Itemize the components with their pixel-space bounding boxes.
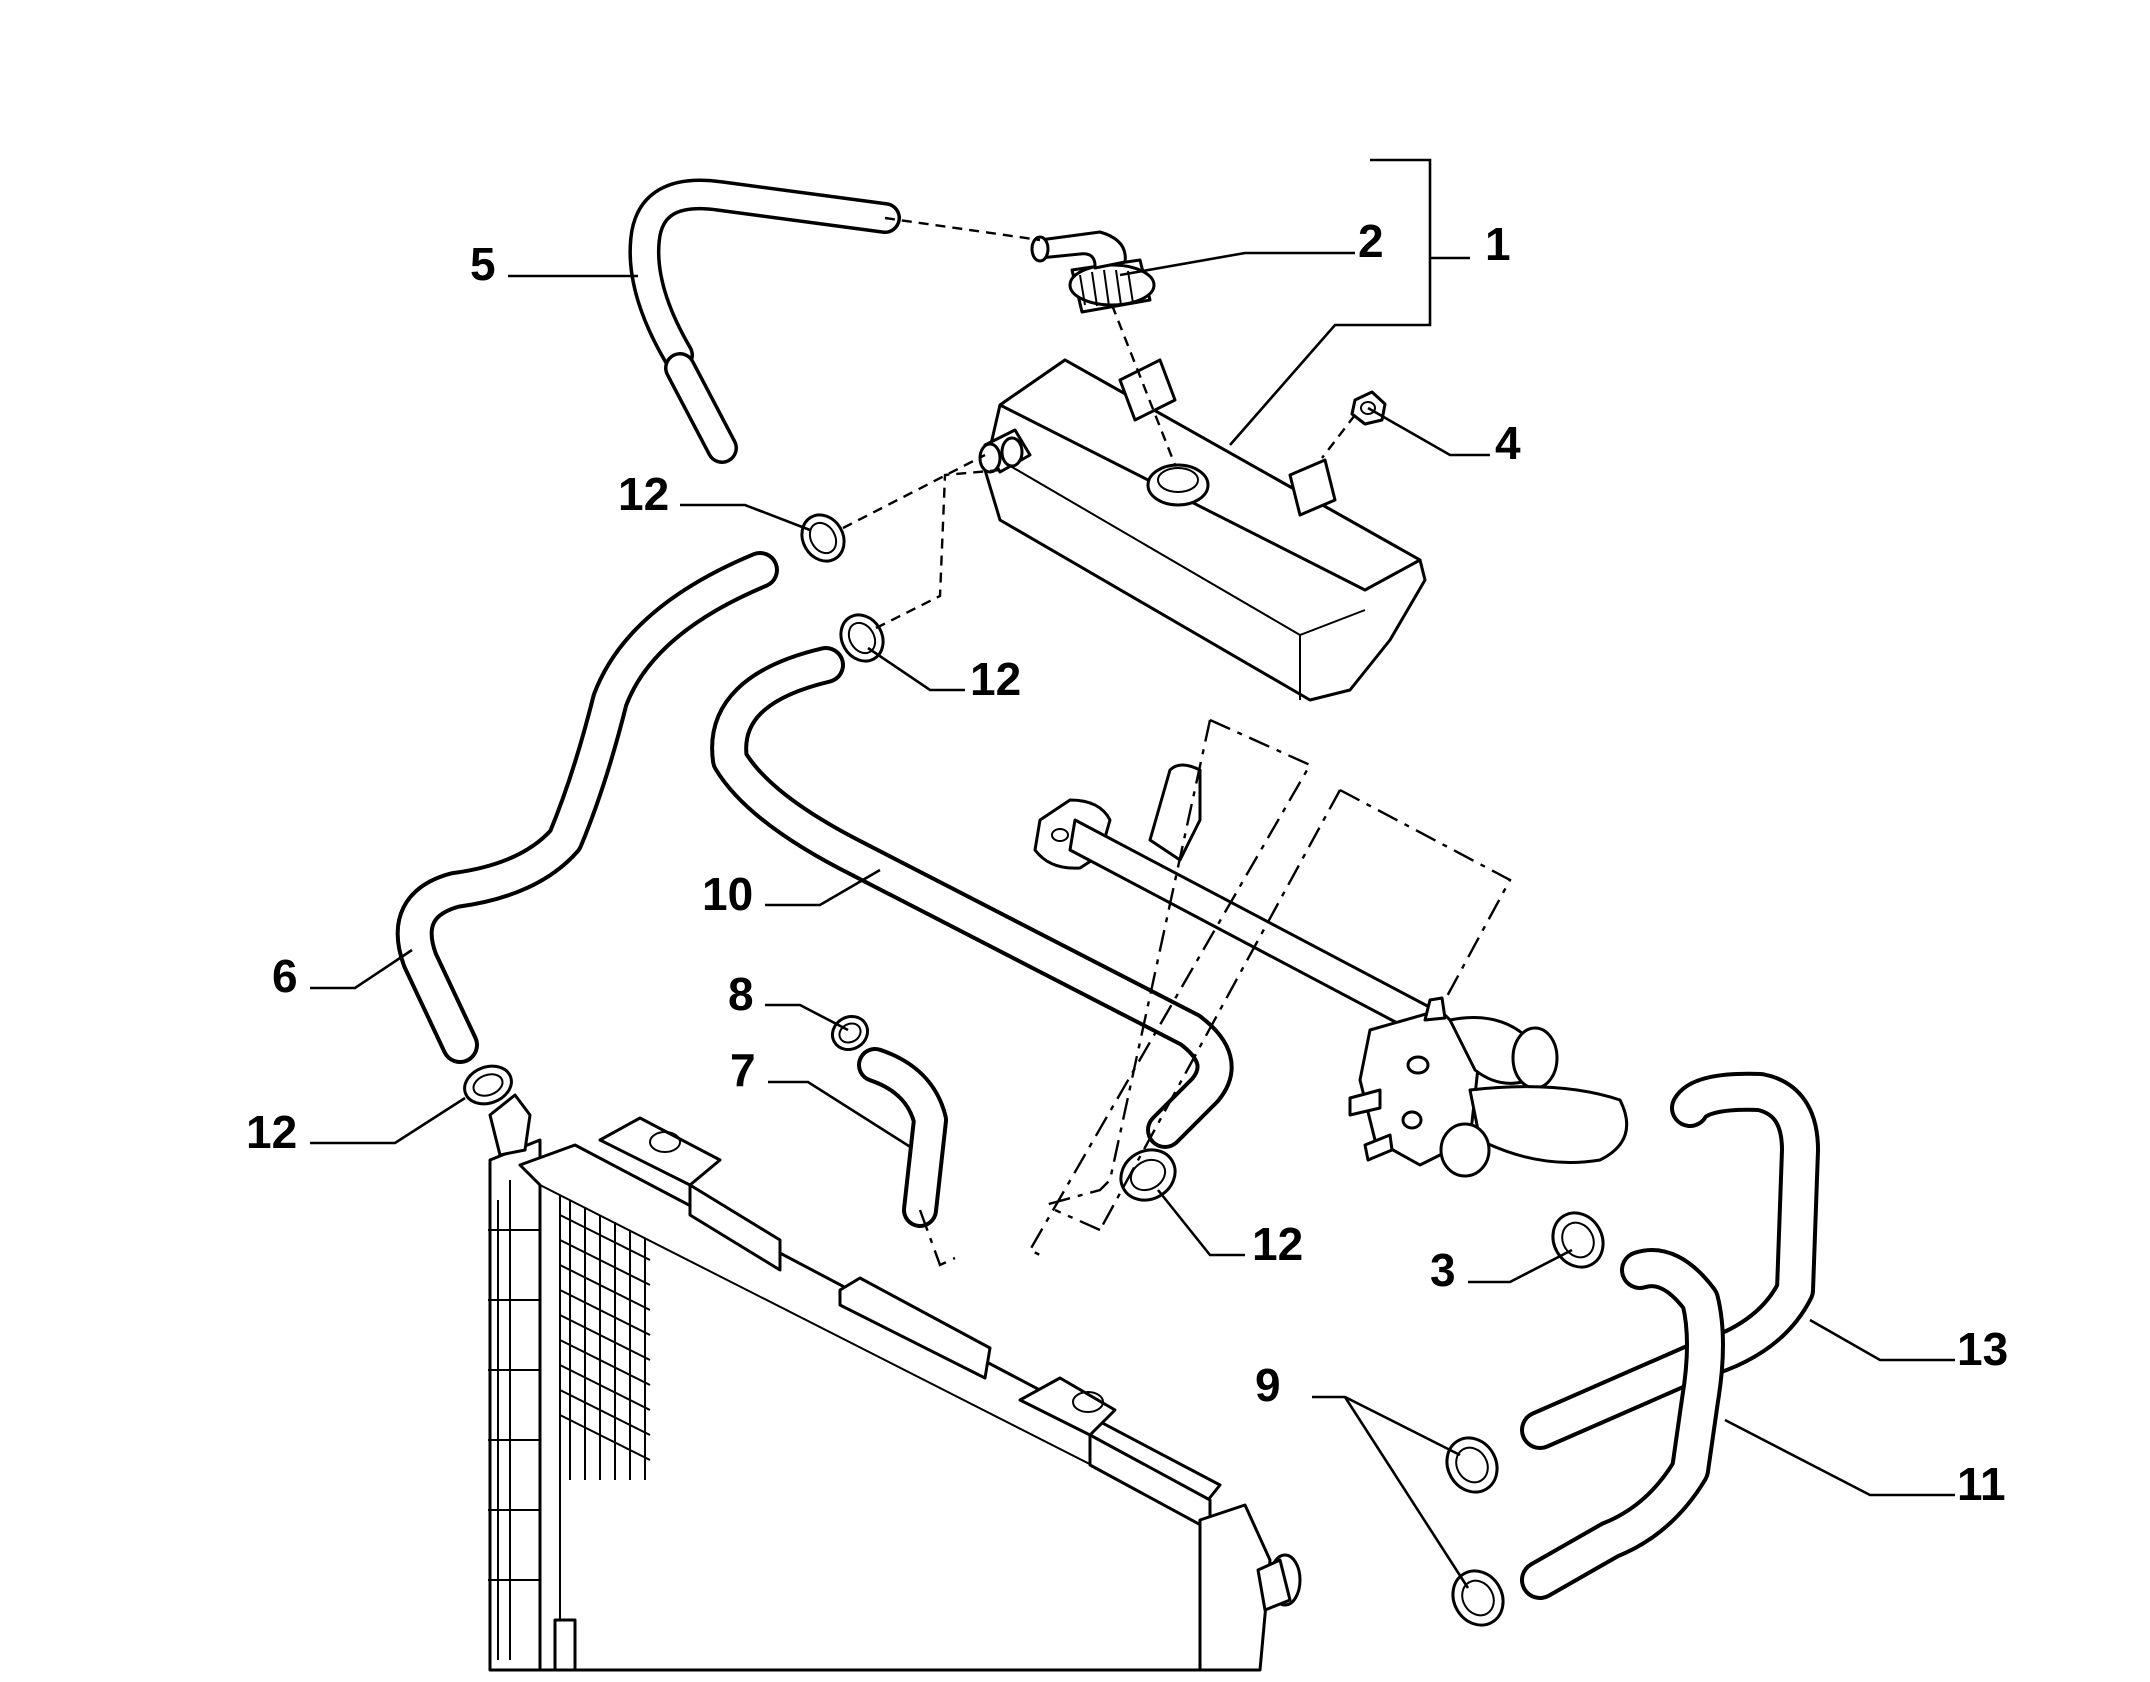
bypass-hose[interactable] (857, 1047, 948, 1228)
callout-6-label: 6 (272, 950, 298, 1002)
radiator[interactable] (488, 1093, 1302, 1672)
hose-clamp[interactable] (459, 1060, 516, 1110)
callout-10-label: 10 (702, 868, 753, 920)
callout-9-label: 9 (1255, 1359, 1281, 1411)
hose-clamp[interactable] (1437, 1429, 1507, 1501)
callout-12a-label: 12 (618, 468, 669, 520)
callout-8-label: 8 (728, 968, 754, 1020)
assembly-guide-lines (842, 216, 1512, 1267)
callout-7-label: 7 (730, 1044, 756, 1096)
callout-12c-label: 12 (246, 1106, 297, 1158)
hose-clamp[interactable] (1112, 1140, 1184, 1210)
hose-clamp[interactable] (1443, 1562, 1513, 1634)
callout-4-label: 4 (1495, 417, 1521, 469)
thermostat-housing[interactable] (1348, 996, 1629, 1178)
callout-12b-label: 12 (970, 653, 1021, 705)
heater-return-hose[interactable] (710, 646, 1234, 1149)
hose-clamp[interactable] (826, 1010, 873, 1056)
breather-hose[interactable] (628, 178, 901, 464)
callout-13-label: 13 (1957, 1323, 2008, 1375)
callout-11-label: 11 (1957, 1458, 2006, 1510)
callout-2-label: 2 (1358, 215, 1384, 267)
radiator-upper-hose[interactable] (395, 551, 779, 1064)
callout-12d-label: 12 (1252, 1218, 1303, 1270)
expansion-tank[interactable] (978, 358, 1427, 702)
callout-5-label: 5 (470, 238, 496, 290)
radiator-outlet-hose[interactable] (1520, 1248, 1725, 1600)
leader-lines (310, 158, 1955, 1589)
hose-clamp[interactable] (1543, 1204, 1613, 1276)
hose-clamp[interactable] (794, 507, 853, 569)
radiator-inlet-hose[interactable] (1520, 1071, 1820, 1450)
callout-1-label: 1 (1485, 218, 1511, 270)
callout-3-label: 3 (1430, 1244, 1456, 1296)
